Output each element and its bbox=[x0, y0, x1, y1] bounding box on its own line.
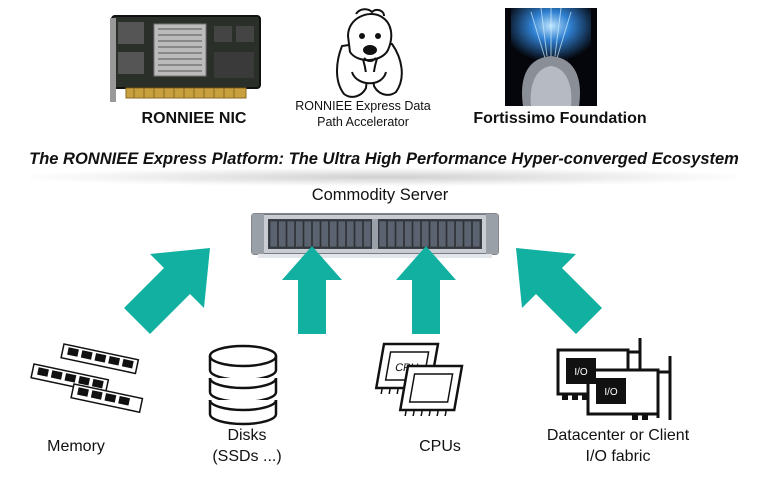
foundation-label: Fortissimo Foundation bbox=[473, 110, 647, 127]
accelerator-label-line2: Path Accelerator bbox=[317, 115, 409, 129]
fortissimo-head-image bbox=[505, 7, 597, 106]
io-arrow bbox=[516, 248, 602, 334]
commodity-server-image bbox=[250, 212, 500, 260]
disks-arrow bbox=[282, 246, 342, 334]
accelerator-label: RONNIEE Express Data Path Accelerator bbox=[278, 98, 448, 130]
cpus-label: CPUs bbox=[419, 438, 461, 455]
cpus-arrow bbox=[396, 246, 456, 334]
cpus-icon: CPU bbox=[368, 340, 472, 422]
memory-arrow bbox=[124, 248, 210, 334]
disks-icon bbox=[204, 344, 282, 426]
memory-icon bbox=[24, 338, 152, 422]
platform-title: The RONNIEE Express Platform: The Ultra … bbox=[29, 150, 739, 168]
io-fabric-icon: I/O I/O bbox=[548, 330, 684, 424]
server-label: Commodity Server bbox=[311, 186, 449, 204]
accelerator-label-line1: RONNIEE Express Data bbox=[295, 99, 431, 113]
io-card-b-text: I/O bbox=[604, 387, 618, 398]
disks-label: Disks (SSDs ...) bbox=[192, 425, 302, 467]
io-label-line1: Datacenter or Client bbox=[546, 427, 690, 444]
nic-card-image bbox=[108, 12, 268, 108]
io-label-line2: I/O fabric bbox=[585, 448, 651, 465]
dog-mascot-image bbox=[322, 6, 414, 102]
nic-label: RONNIEE NIC bbox=[141, 110, 247, 127]
io-label: Datacenter or Client I/O fabric bbox=[520, 425, 716, 467]
disks-label-line2: (SSDs ...) bbox=[212, 448, 282, 465]
disks-label-line1: Disks bbox=[227, 427, 267, 444]
title-shadow bbox=[30, 168, 738, 186]
io-card-a-text: I/O bbox=[574, 367, 588, 378]
memory-label: Memory bbox=[47, 438, 105, 455]
